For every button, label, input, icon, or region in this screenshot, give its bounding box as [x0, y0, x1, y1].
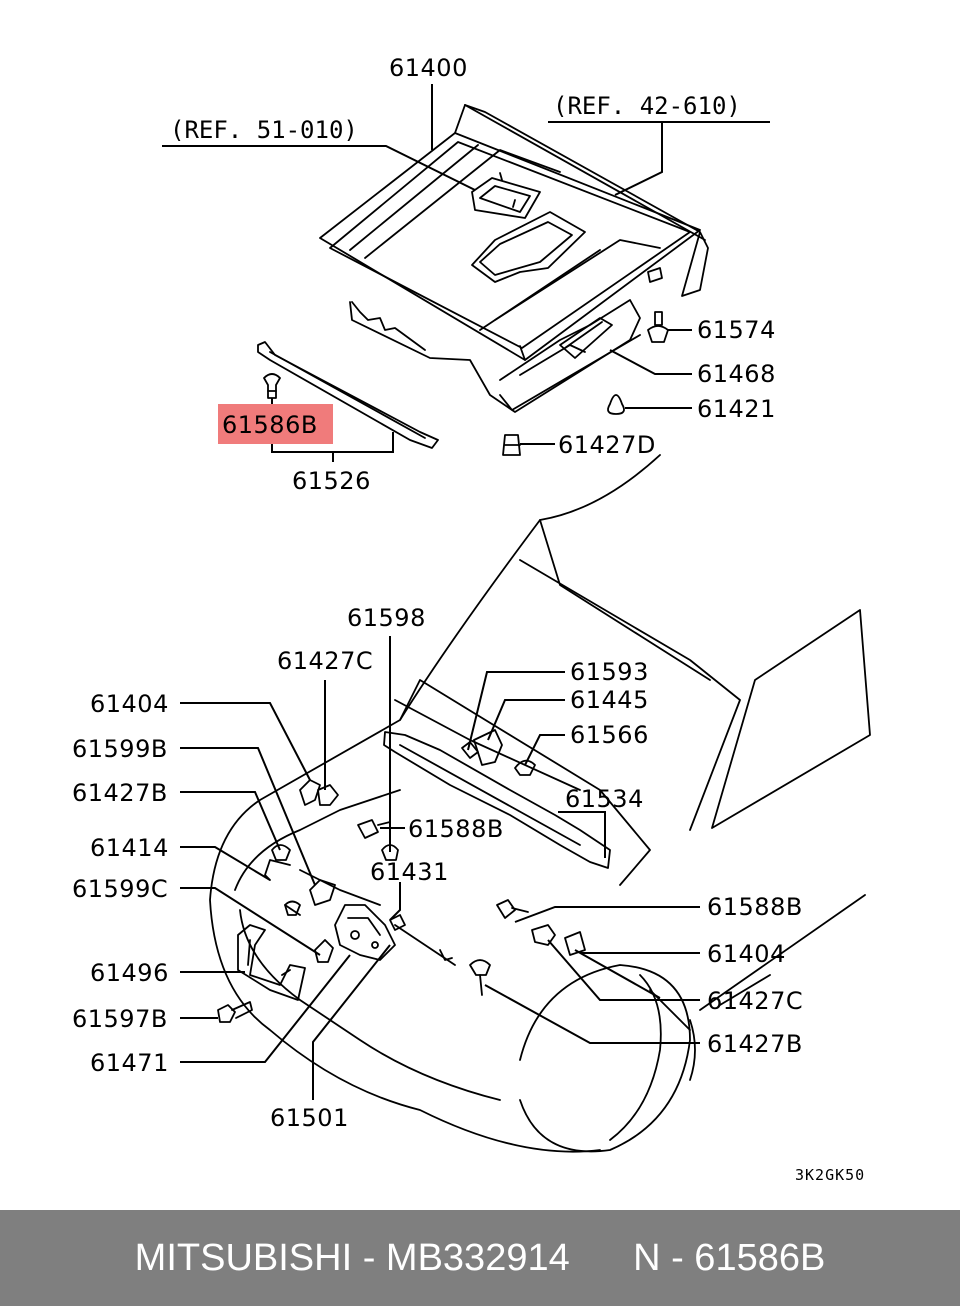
- label-61414: 61414: [90, 834, 169, 862]
- label-61431: 61431: [370, 858, 449, 886]
- diagram-code: 3K2GK50: [795, 1166, 865, 1184]
- footer-brand: MITSUBISHI: [134, 1236, 353, 1279]
- label-61586b: 61586B: [222, 411, 318, 439]
- highlight-box: [218, 404, 333, 444]
- label-61501: 61501: [270, 1104, 349, 1132]
- footer-gap: [570, 1237, 633, 1280]
- parts-diagram: 61400 (REF. 51-010) (REF. 42-610) 61574 …: [72, 54, 871, 1184]
- right-fasteners: [299, 729, 586, 996]
- hood-seal-strip: [257, 341, 439, 449]
- label-61534: 61534: [565, 785, 644, 813]
- label-61400: 61400: [389, 54, 468, 82]
- hood-panel: [319, 104, 709, 361]
- label-61445: 61445: [570, 686, 649, 714]
- label-61526: 61526: [292, 467, 371, 495]
- crossmember: [383, 731, 611, 869]
- label-61588b-upper: 61588B: [408, 815, 504, 843]
- footer-bar: MITSUBISHI - MB332914 N - 61586B: [0, 1210, 960, 1306]
- label-61427b-left: 61427B: [72, 779, 168, 807]
- footer-ref: N - 61586B: [633, 1236, 826, 1279]
- hood-inner-frame: [349, 299, 641, 413]
- label-61588b-right: 61588B: [707, 893, 803, 921]
- label-61427d: 61427D: [558, 431, 656, 459]
- clip-61586b: [263, 373, 281, 399]
- hood-fasteners: [502, 311, 669, 456]
- leader-lines: [162, 84, 770, 1100]
- bracket-61496: [237, 924, 306, 1001]
- label-61496: 61496: [90, 959, 169, 987]
- footer-separator: -: [352, 1236, 386, 1279]
- label-61566: 61566: [570, 721, 649, 749]
- label-61427b-right: 61427B: [707, 1030, 803, 1058]
- label-61471: 61471: [90, 1049, 169, 1077]
- label-61427c-right: 61427C: [707, 987, 803, 1015]
- label-61597b: 61597B: [72, 1005, 168, 1033]
- label-61421: 61421: [697, 395, 776, 423]
- label-61598: 61598: [347, 604, 426, 632]
- label-61468: 61468: [697, 360, 776, 388]
- latch-assembly: [264, 844, 456, 966]
- label-61404-left: 61404: [90, 690, 169, 718]
- labels: 61400 (REF. 51-010) (REF. 42-610) 61574 …: [72, 54, 865, 1184]
- label-61404-right: 61404: [707, 940, 786, 968]
- diagram-canvas: 61400 (REF. 51-010) (REF. 42-610) 61574 …: [72, 54, 871, 1184]
- bolt-61597b: [217, 1001, 253, 1023]
- label-ref-42-610: (REF. 42-610): [553, 92, 741, 120]
- label-61599c: 61599C: [72, 875, 168, 903]
- label-61574: 61574: [697, 316, 776, 344]
- label-61599b: 61599B: [72, 735, 168, 763]
- label-ref-51-010: (REF. 51-010): [170, 116, 358, 144]
- label-61593: 61593: [570, 658, 649, 686]
- footer-part-number: MB332914: [385, 1236, 570, 1279]
- label-61427c-upper: 61427C: [277, 647, 373, 675]
